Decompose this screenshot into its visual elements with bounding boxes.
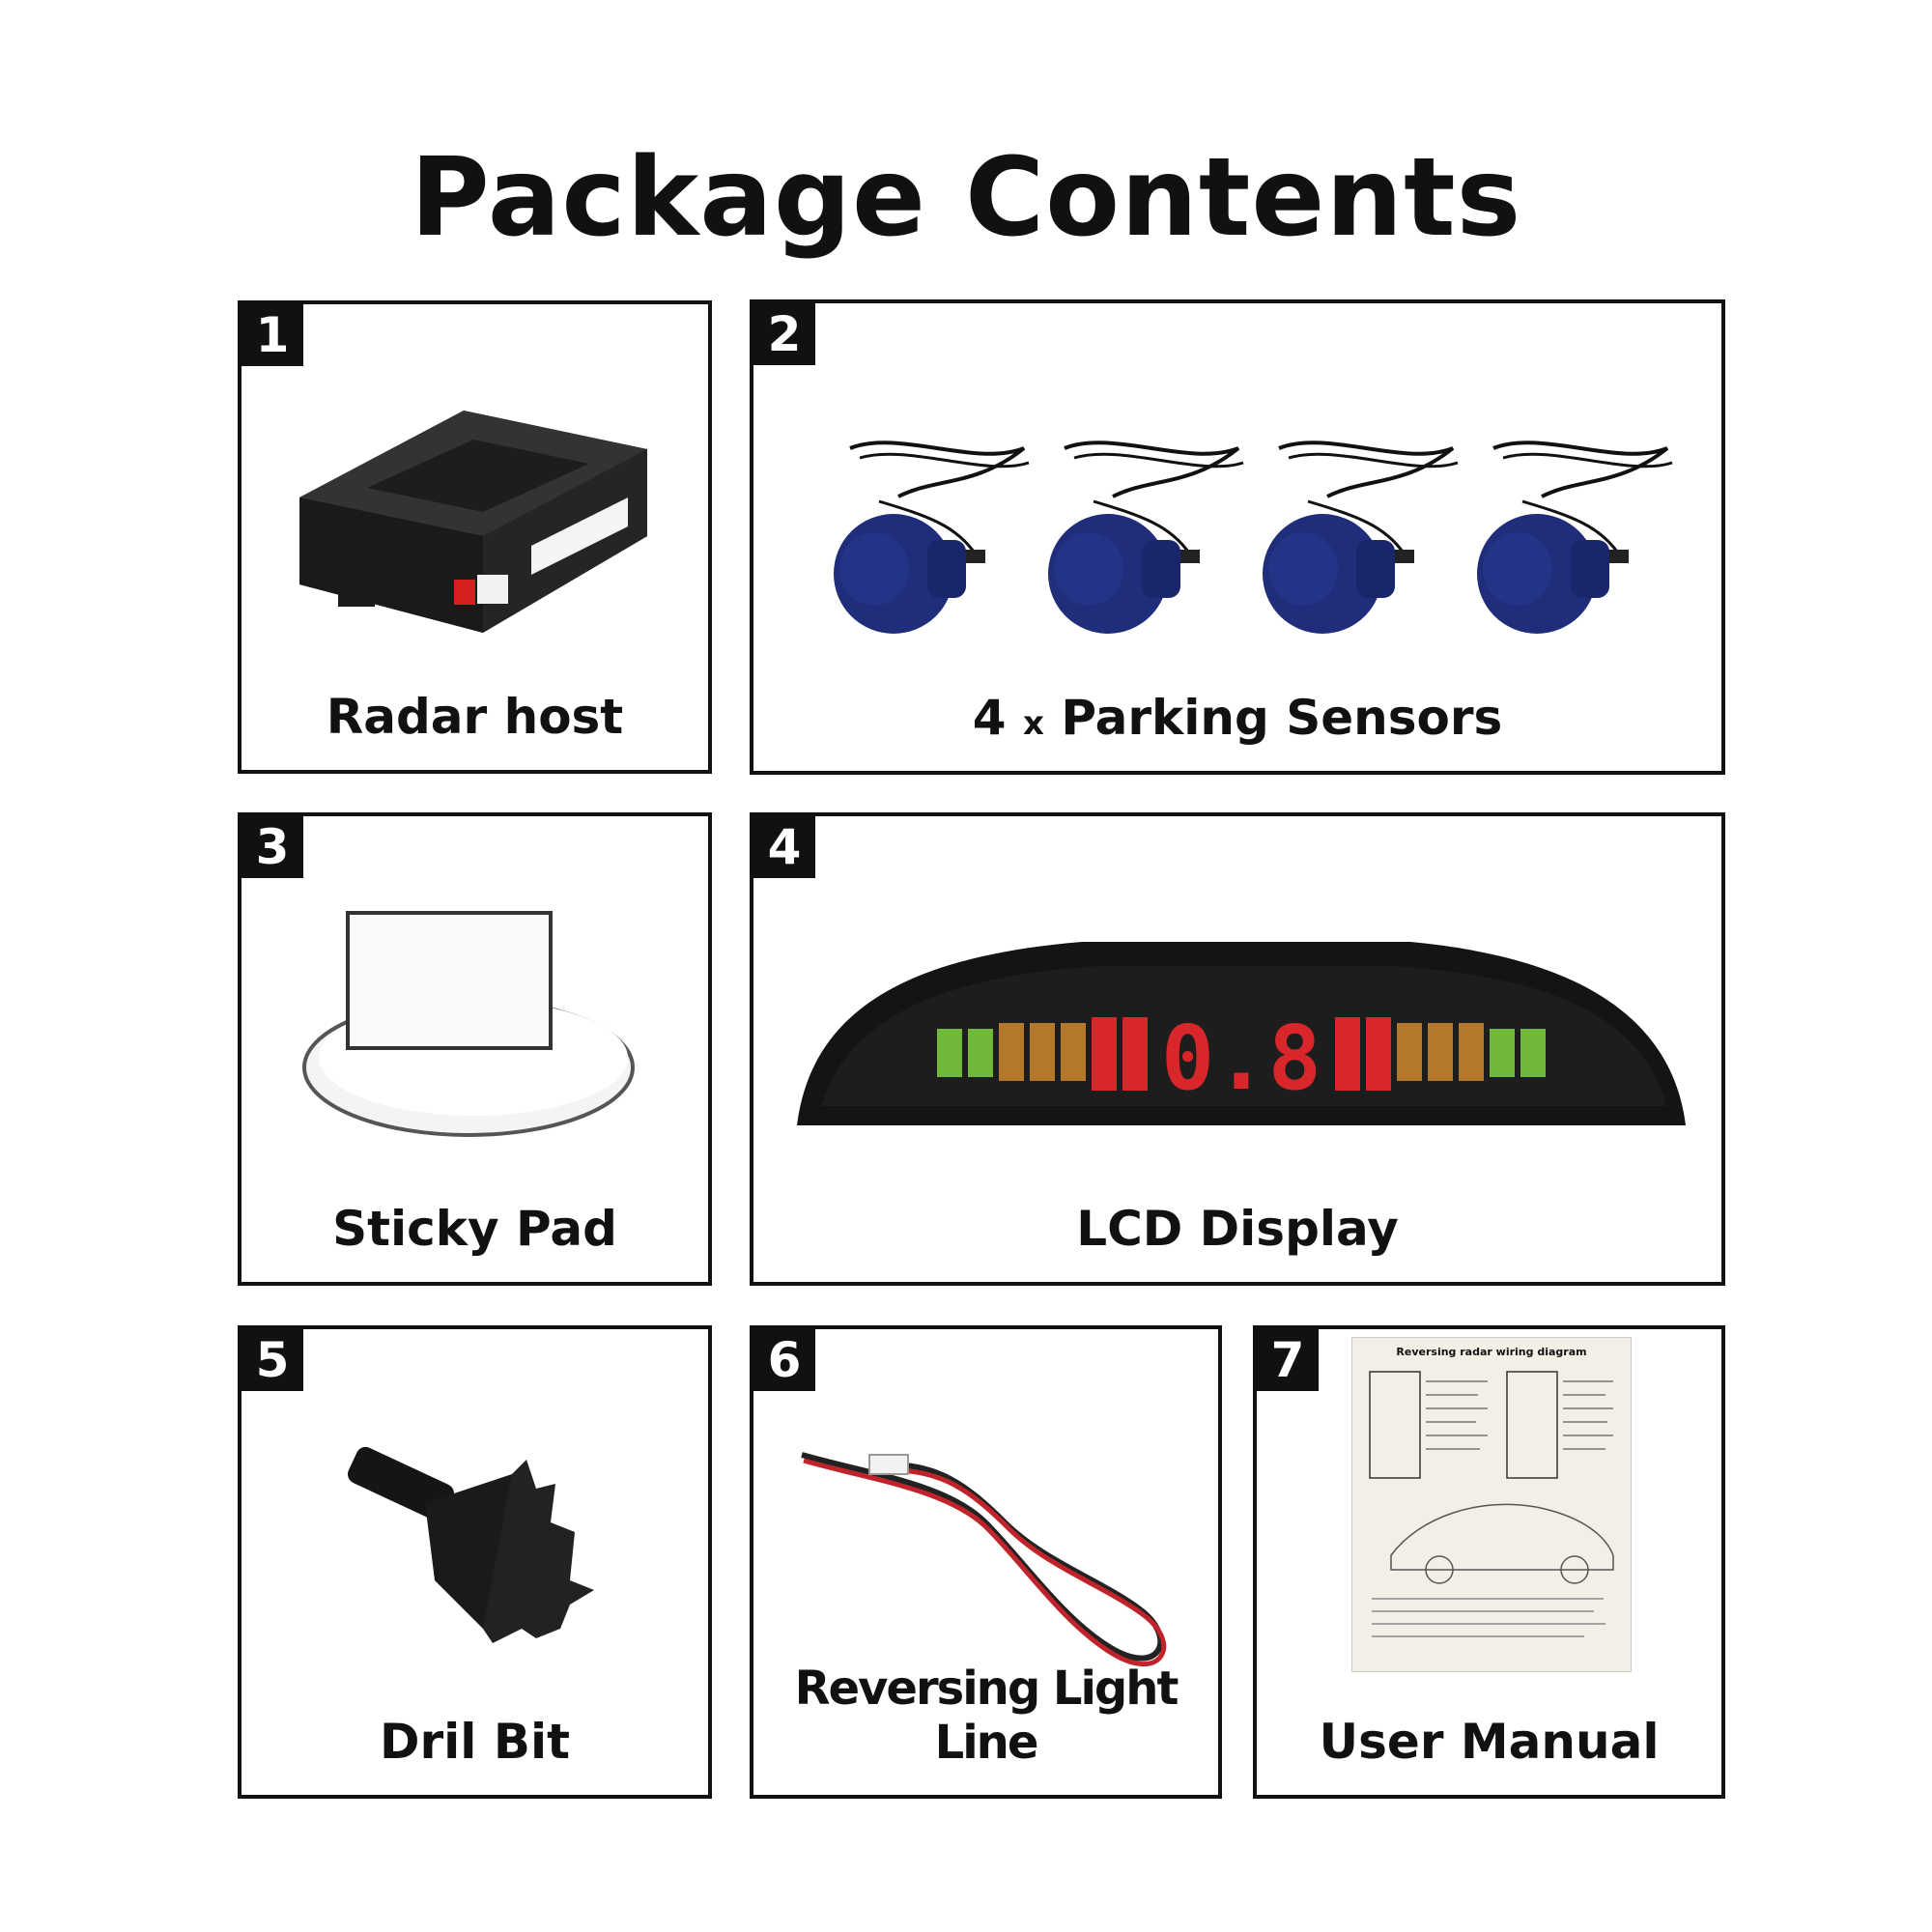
item-parking-sensors: 2 4 x Parking Sensors [750, 299, 1725, 775]
item-label: 4 x Parking Sensors [753, 690, 1721, 746]
item-number: 4 [753, 816, 815, 878]
parking-sensor-icon [834, 440, 1674, 636]
item-label: LCD Display [1076, 1201, 1399, 1257]
lcd-readout: 0.8 [1161, 1007, 1321, 1110]
radar-host-box-icon [299, 411, 647, 633]
item-lcd-display: 4 0.8 LCD Display [750, 812, 1725, 1286]
item-label: Reversing Light Line [794, 1662, 1179, 1770]
item-label: Radar host [326, 689, 624, 745]
lcd-display-icon: 0.8 [797, 942, 1686, 1125]
item-number: 2 [753, 303, 815, 365]
item-number: 7 [1257, 1329, 1319, 1391]
item-reversing-light-line: 6 Reversing Light Line [750, 1325, 1222, 1799]
item-label: User Manual [1319, 1714, 1660, 1770]
item-drill-bit: 5 Dril Bit [238, 1325, 712, 1799]
item-label: Sticky Pad [332, 1201, 617, 1257]
sticky-pad-icon [302, 911, 635, 1137]
item-radar-host: 1 Radar host [238, 300, 712, 774]
quantity-separator: x [1022, 704, 1044, 743]
item-number: 3 [242, 816, 303, 878]
manual-heading: Reversing radar wiring diagram [1396, 1346, 1587, 1358]
drill-bit-icon [347, 1446, 594, 1643]
quantity: 4 [972, 690, 1007, 746]
user-manual-icon: Reversing radar wiring diagram [1351, 1337, 1632, 1672]
wire-cable-icon [801, 1452, 1167, 1667]
item-label-text: Parking Sensors [1061, 690, 1503, 746]
page-title: Package Contents [410, 135, 1522, 261]
item-sticky-pad: 3 Sticky Pad [238, 812, 712, 1286]
item-user-manual: 7 Reversing radar wiring diagram User Ma… [1253, 1325, 1725, 1799]
item-number: 5 [242, 1329, 303, 1391]
item-number: 6 [753, 1329, 815, 1391]
item-label: Dril Bit [380, 1714, 570, 1770]
item-number: 1 [242, 304, 303, 366]
